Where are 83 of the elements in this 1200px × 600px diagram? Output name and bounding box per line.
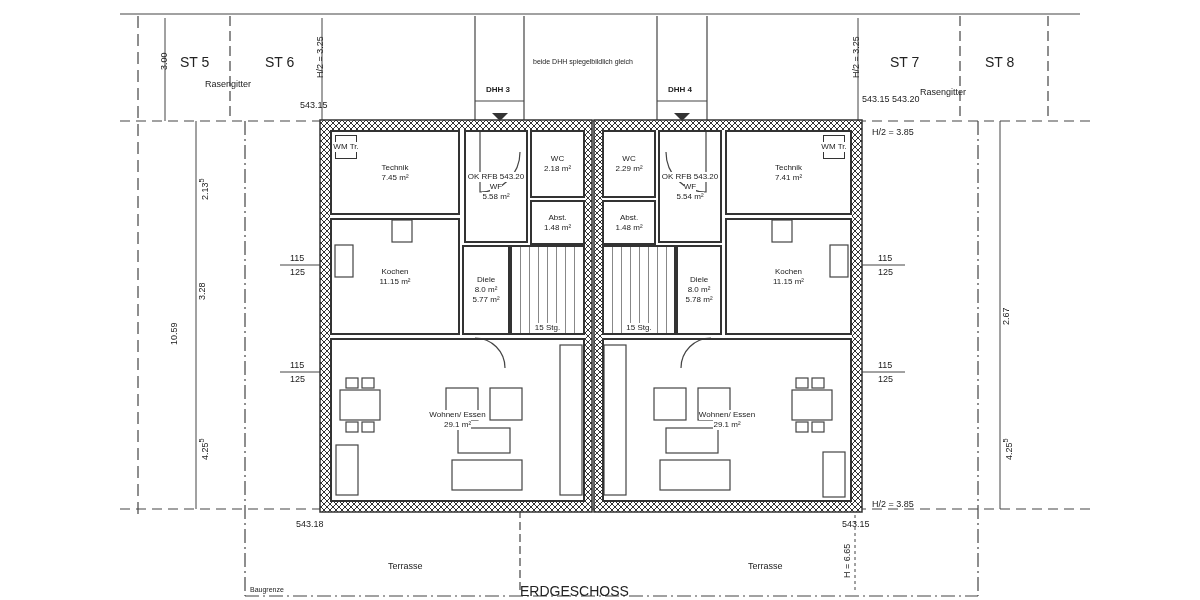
house-label: DHH 4 [668,86,692,94]
plot-label: ST 7 [890,55,920,69]
room-area: 8.0 m² [687,285,711,295]
room-area: 29.1 m² [713,420,741,430]
dimension: 115 [290,361,305,370]
room [330,218,460,335]
room-name: WC [550,154,565,164]
stair-area [510,245,585,335]
height-label: H/2 = 3.85 [872,128,914,137]
room [725,218,852,335]
room-name: Wohnen/ Essen [698,410,756,420]
area-label: Rasengitter [920,88,967,97]
room-area: 5.77 m² [472,295,500,305]
level-label: 543.15 543.20 [862,95,920,104]
room-area: 11.15 m² [773,276,804,287]
room [330,338,585,502]
room [330,130,460,215]
dimension: 115 [878,254,893,263]
room [658,130,722,243]
room-area: 5.58 m² [482,191,510,202]
room-name: Technik [381,162,409,173]
stair-area [602,245,676,335]
room-area: 1.48 m² [615,222,643,233]
room-name: OK RFB 543.20 [467,171,525,182]
room-name: Technik [774,162,803,173]
height-label: H = 6.65 [843,543,852,578]
room-name: 15 Stg. [626,323,652,333]
level-label: 543.15 [842,520,870,529]
room-area: 29.1 m² [443,420,472,430]
room-name: Diele [476,275,496,285]
room [602,338,852,502]
room-area: 1.48 m² [543,222,572,233]
dimension: 2.67 [1002,307,1011,325]
plot-label: ST 6 [265,55,295,69]
area-label: Terrasse [388,562,423,571]
height-label: H/2 = 3.25 [316,36,325,78]
dimension: 125 [878,268,894,277]
room-area: 8.0 m² [474,285,498,295]
room-area: WF [683,181,697,192]
room-area: 5.78 m² [685,295,713,305]
dimension: 125 [878,375,894,384]
room-name: Abst. [548,212,567,223]
room-name: WM Tr. [821,142,847,152]
plot-label: ST 5 [180,55,210,69]
room-area: WF [489,181,503,192]
room-area: 7.41 m² [774,172,803,183]
room [530,130,585,198]
room-area: 7.45 m² [381,172,409,183]
level-label: 543.18 [296,520,324,529]
dimension: 125 [290,375,306,384]
room-area: 5.54 m² [676,191,704,202]
height-label: H/2 = 3.25 [852,36,861,78]
room-name: WM Tr. [333,142,359,152]
level-label: 543.15 [300,101,328,110]
room-name: Wohnen/ Essen [429,410,486,420]
room-name: Diele [689,275,709,285]
room-name: Abst. [619,212,639,223]
room [602,130,656,198]
room-name: WC [622,154,636,164]
room [725,130,852,215]
dimension: 115 [878,361,893,370]
room-area: 11.15 m² [379,276,411,287]
room [464,130,528,243]
room-name: OK RFB 543.20 [661,171,719,182]
room-name: Kochen [381,266,409,277]
dimension: 10.59 [170,322,179,345]
appliance-box [823,135,845,159]
house-label: DHH 3 [486,86,510,94]
dimension: 115 [290,254,305,263]
room-name: 15 Stg. [534,323,561,333]
area-label: Terrasse [748,562,783,571]
room-area: 2.29 m² [615,164,643,174]
height-label: H/2 = 3.85 [872,500,914,509]
appliance-box [335,135,357,159]
dimension: 3.00 [160,52,169,70]
plot-label: ST 8 [985,55,1015,69]
room-area: 2.18 m² [543,164,572,174]
drawing-title: ERDGESCHOSS [520,584,629,598]
room [676,245,722,335]
dimension: 3.28 [198,282,207,300]
room-name: Kochen [774,266,803,277]
dimension: 125 [290,268,306,277]
area-label: Rasengitter [205,80,252,89]
